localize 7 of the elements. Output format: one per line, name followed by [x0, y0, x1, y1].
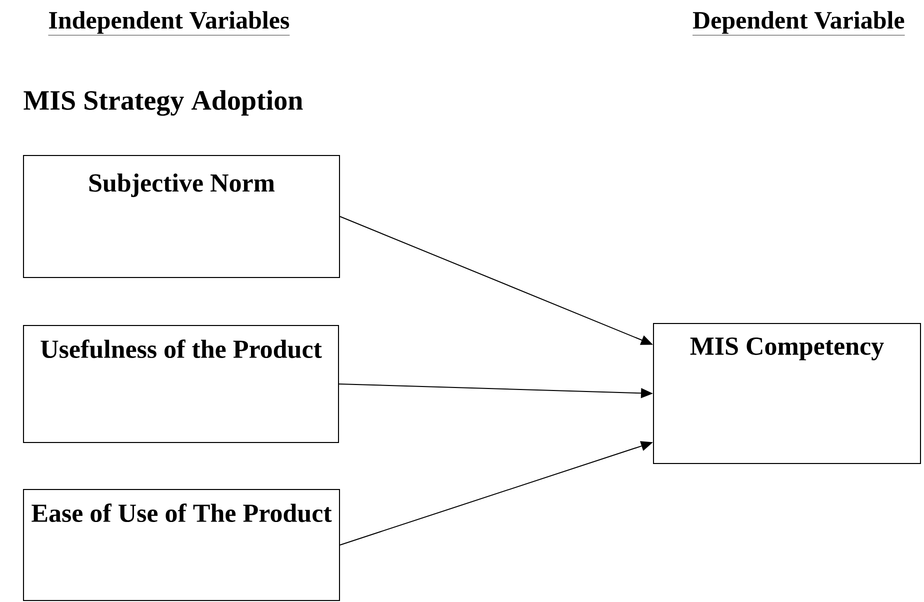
variable-box: MIS Competency: [653, 322, 921, 464]
group-heading: MIS Strategy Adoption: [24, 90, 303, 116]
underlined-heading: Dependent Variable: [692, 11, 905, 36]
variable-box: Ease of Use of The Product: [23, 488, 340, 601]
variable-box: Subjective Norm: [23, 155, 340, 278]
variable-box: Usefulness of the Product: [23, 325, 339, 443]
underlined-heading: Independent Variables: [48, 11, 290, 36]
